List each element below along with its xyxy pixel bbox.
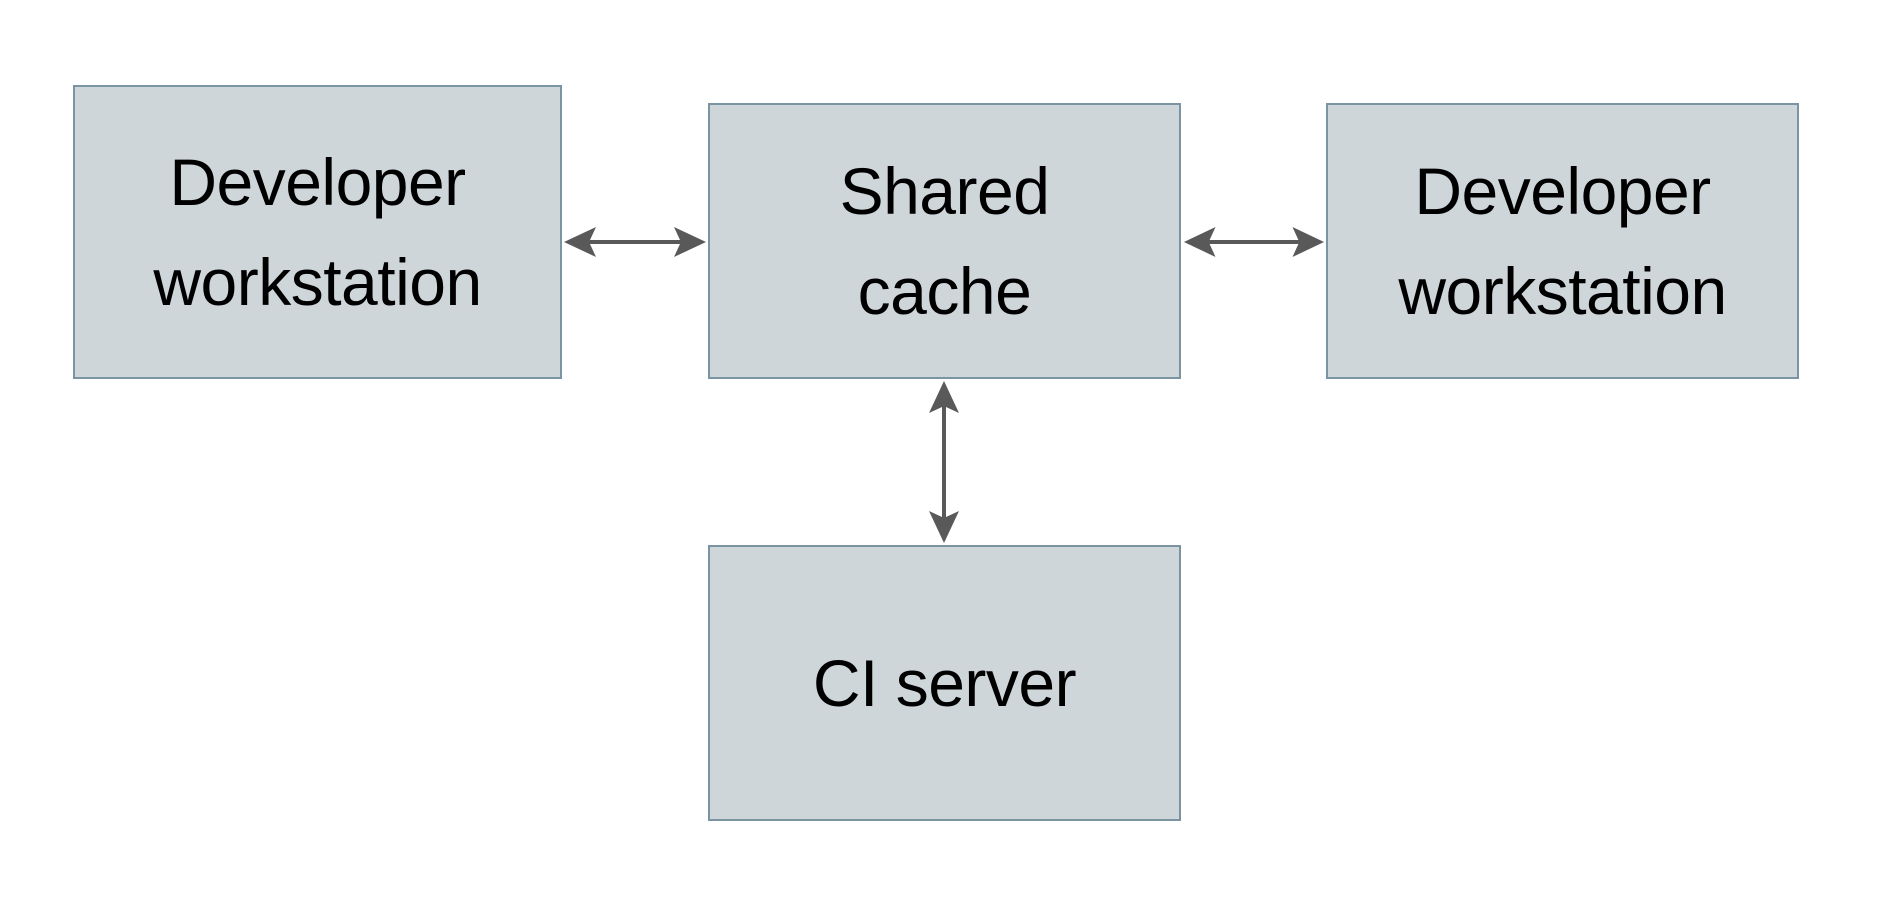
double-arrow-horizontal-icon xyxy=(1183,227,1325,257)
node-label-shared-cache: Shared cache xyxy=(839,153,1050,328)
edge-shared-cache-to-developer-workstation-right xyxy=(1180,212,1328,272)
double-arrow-vertical-icon xyxy=(929,381,959,543)
node-developer-workstation-left[interactable]: Developer workstation xyxy=(73,85,562,379)
node-shared-cache[interactable]: Shared cache xyxy=(708,103,1181,379)
node-ci-server[interactable]: CI server xyxy=(708,545,1181,821)
node-developer-workstation-right[interactable]: Developer workstation xyxy=(1326,103,1799,379)
edge-shared-cache-to-ci-server xyxy=(914,377,974,547)
edge-developer-workstation-left-to-shared-cache xyxy=(560,212,710,272)
node-label-ci-server: CI server xyxy=(812,645,1077,720)
double-arrow-horizontal-icon xyxy=(564,227,706,257)
node-label-developer-workstation-left: Developer workstation xyxy=(153,144,482,319)
node-label-developer-workstation-right: Developer workstation xyxy=(1398,153,1727,328)
